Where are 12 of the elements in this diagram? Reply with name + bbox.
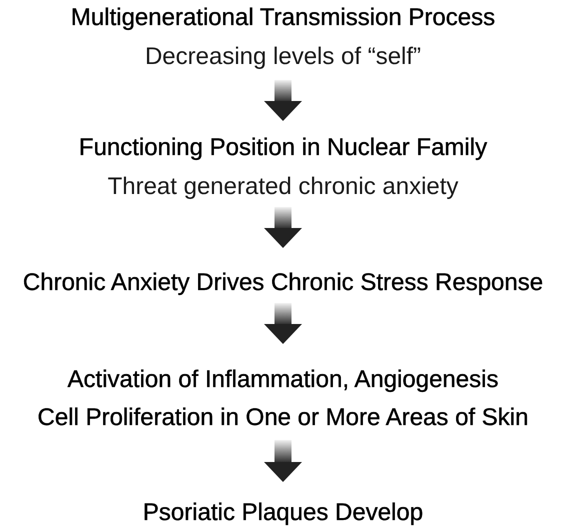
step-title: Functioning Position in Nuclear Family <box>78 133 488 163</box>
arrow <box>264 207 302 248</box>
step-subtitle: Decreasing levels of “self” <box>144 42 422 72</box>
arrow <box>264 80 302 121</box>
step-subtitle: Threat generated chronic anxiety <box>108 172 458 202</box>
step-title: Activation of Inflammation, Angiogenesis <box>68 365 498 395</box>
arrow <box>264 440 302 482</box>
step-title: Cell Proliferation in One or More Areas of Skin <box>38 403 528 433</box>
step-title: Chronic Anxiety Drives Chronic Stress Response <box>22 268 544 298</box>
step-title: Psoriatic Plaques Develop <box>142 498 424 528</box>
arrow <box>264 303 302 344</box>
step-title: Multigenerational Transmission Process <box>70 3 496 33</box>
